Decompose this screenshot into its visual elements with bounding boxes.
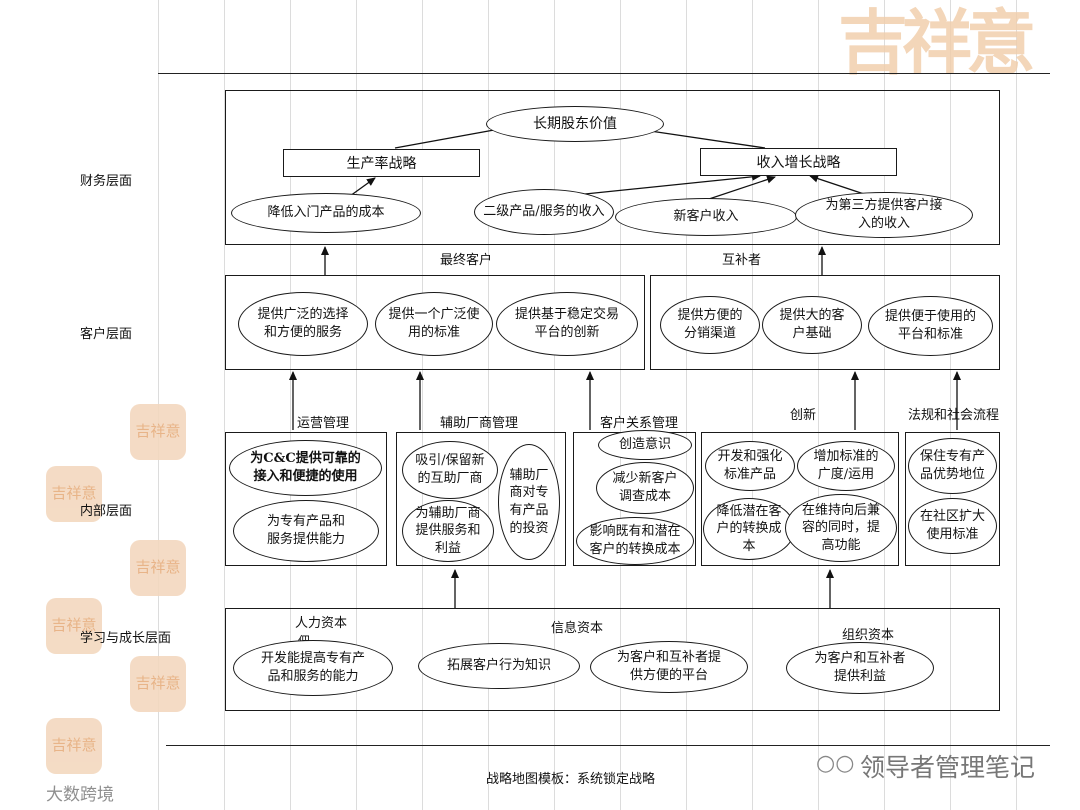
internal-box-operations: [225, 432, 387, 566]
innovation-label: 创新: [790, 408, 817, 423]
watermark-stamp: 吉祥意: [130, 540, 186, 596]
long-term-shareholder-value: 长期股东价值: [486, 106, 664, 142]
internal-item: 创造意识: [598, 430, 692, 460]
crm-label: 客户关系管理: [600, 416, 679, 431]
internal-item: 为专有产品和服务提供能力: [233, 500, 379, 562]
human-capital-label: 人力资本: [295, 616, 348, 631]
reduce-entry-product-cost: 降低入门产品的成本: [231, 193, 421, 233]
operations-management-label: 运营管理: [297, 416, 350, 431]
watermark-stamp: 吉祥意: [46, 466, 102, 522]
financial-box: [225, 90, 1000, 245]
organization-capital-label: 组织资本: [842, 628, 895, 643]
internal-item: 保住专有产品优势地位: [908, 438, 997, 494]
internal-item: 影响既有和潜在客户的转换成本: [576, 517, 694, 565]
information-capital-label: 信息资本: [551, 621, 604, 636]
productivity-strategy: 生产率战略: [283, 149, 480, 177]
layer-customer-label: 客户层面: [80, 327, 133, 342]
third-party-access-revenue: 为第三方提供客户接入的收入: [795, 192, 973, 238]
learning-box: [225, 608, 1000, 711]
vendor-management-label: 辅助厂商管理: [440, 416, 519, 431]
layer-financial-label: 财务层面: [80, 174, 133, 189]
new-customer-revenue: 新客户收入: [615, 198, 797, 236]
end-customer-label: 最终客户: [440, 253, 493, 268]
figure-caption: 战略地图模板：系统锁定战略: [486, 772, 656, 787]
watermark-stamp: 吉祥意: [46, 598, 102, 654]
internal-item: 减少新客户调查成本: [596, 462, 694, 514]
brand-bottom-right: 领导者管理笔记: [860, 753, 1036, 782]
internal-box-regulatory: [905, 432, 1000, 566]
internal-item: 增加标准的广度/运用: [797, 441, 895, 491]
customer-item: 提供方便的分销渠道: [660, 296, 760, 354]
layer-learning-label: 学习与成长层面: [80, 631, 172, 646]
customer-item: 提供广泛的选择和方便的服务: [238, 292, 368, 356]
customer-box-complementor: [650, 275, 1000, 370]
learning-item: 为客户和互补者提供利益: [786, 642, 934, 694]
revenue-growth-strategy: 收入增长战略: [700, 148, 897, 176]
internal-item: 为辅助厂商提供服务和利益: [402, 500, 494, 562]
secondary-product-revenue: 二级产品/服务的收入: [474, 189, 614, 235]
internal-item: 为C&C提供可靠的接入和便捷的使用: [229, 440, 382, 496]
learning-item: 为客户和互补者提供方便的平台: [590, 641, 748, 693]
internal-box-vendor: [396, 432, 566, 566]
internal-item: 降低潜在客户的转换成本: [703, 498, 795, 560]
customer-item: 提供一个广泛使用的标准: [375, 292, 493, 356]
watermark-stamp: 吉祥意: [46, 718, 102, 774]
internal-item: 吸引/保留新的互助厂商: [402, 441, 498, 499]
customer-item: 提供基于稳定交易平台的创新: [496, 292, 638, 356]
wechat-icon: ○○: [816, 751, 855, 776]
complementor-label: 互补者: [722, 253, 762, 268]
learning-item: 拓展客户行为知识: [418, 643, 580, 689]
internal-item: 开发和强化标准产品: [705, 441, 795, 491]
watermark-stamp: 吉祥意: [130, 656, 186, 712]
customer-item: 提供便于使用的平台和标准: [868, 296, 993, 356]
learning-item: 开发能提高专有产品和服务的能力: [233, 640, 393, 696]
top-rule: [158, 73, 1050, 74]
internal-item: 在社区扩大使用标准: [908, 498, 997, 554]
watermark-top-right: 吉祥意: [838, 1, 1036, 84]
brand-bottom-left: 大数跨境: [46, 785, 114, 805]
internal-box-innovation: [701, 432, 899, 566]
layer-internal-label: 内部层面: [80, 504, 133, 519]
bottom-rule: [166, 745, 1050, 746]
internal-item: 在维持向后兼容的同时，提高功能: [785, 494, 897, 562]
customer-item: 提供大的客户基础: [762, 296, 862, 354]
regulatory-label: 法规和社会流程: [908, 408, 1000, 423]
customer-box-end: [225, 275, 645, 370]
internal-item: 辅助厂商对专有产品的投资: [498, 444, 560, 560]
watermark-stamp: 吉祥意: [130, 404, 186, 460]
